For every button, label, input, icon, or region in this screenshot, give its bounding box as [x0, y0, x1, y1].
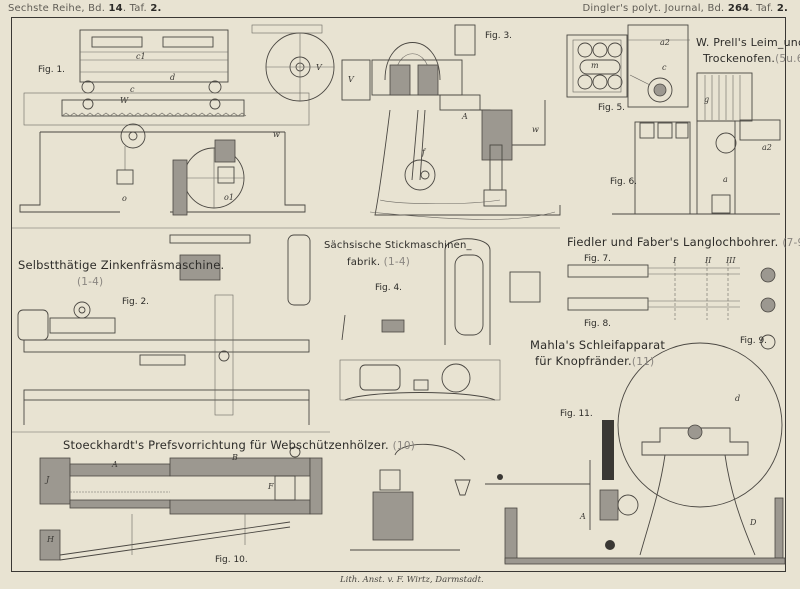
part-letter: a2	[660, 38, 670, 47]
part-letter: f	[422, 148, 425, 157]
section-title-stickmaschinen: Sächsische Stickmaschinen_	[324, 240, 472, 251]
fig3-drawing	[341, 24, 561, 220]
fig6-drawing	[612, 72, 781, 215]
lithographer-imprint: Lith. Anst. v. F. Wirtz, Darmstadt.	[340, 575, 484, 585]
fig1-label: Fig. 1.	[38, 65, 66, 75]
title-text: fabrik.	[347, 257, 381, 268]
journal-volume: 264	[727, 3, 750, 14]
title-text: für Knopfränder.	[535, 354, 632, 368]
series-label: Sechste Reihe	[8, 3, 82, 14]
fig4-drawing	[339, 238, 541, 401]
figs-ref-zinkenfraesmaschine: (1-4)	[77, 276, 104, 288]
fig2-drawing	[17, 234, 311, 425]
part-letter: A	[462, 112, 468, 121]
fig7-label: Fig. 7.	[584, 254, 612, 264]
title-text: Selbstthätige Zinkenfräsmaschine.	[18, 258, 225, 272]
fig1-drawing	[19, 24, 335, 216]
section-title-schleifapparat: Mahla's Schleifapparat	[530, 338, 666, 352]
section-title-prell: W. Prell's Leim_und	[696, 36, 800, 49]
part-letter: II	[705, 256, 712, 265]
fig4-label: Fig. 4.	[375, 283, 403, 293]
fig5-drawing	[566, 24, 690, 108]
figs-ref: (5u.6)	[775, 53, 800, 65]
journal-plate: 2.	[776, 3, 788, 14]
fig6-label: Fig. 6.	[610, 177, 638, 187]
part-letter: F	[268, 482, 274, 491]
title-text: Fiedler und Faber's Langlochbohrer.	[567, 235, 779, 249]
section-title-pressvorrichtung: Stoeckhardt's Prefsvorrichtung für Websc…	[63, 438, 415, 452]
part-letter: w	[273, 130, 280, 139]
volume-prefix: Bd.	[88, 3, 106, 14]
figs-ref: (10)	[392, 440, 416, 452]
part-letter: c1	[136, 52, 146, 61]
part-letter: o1	[224, 193, 234, 202]
part-letter: I	[673, 256, 677, 265]
section-title-prell-line2: Trockenofen.(5u.6)	[703, 52, 800, 65]
part-letter: a2	[762, 143, 772, 152]
part-letter: W	[120, 96, 129, 105]
part-letter: o	[122, 194, 127, 203]
part-letter: c	[130, 85, 135, 94]
fig10-drawing	[39, 446, 323, 561]
journal-name: Dingler's polyt. Journal	[582, 3, 701, 14]
fig3-label: Fig. 3.	[485, 31, 513, 41]
part-letter: m	[591, 61, 599, 70]
plate-border	[11, 17, 786, 572]
fig9-label: Fig. 9.	[740, 336, 768, 346]
figs-ref: (11)	[631, 356, 655, 368]
header-right: Dingler's polyt. Journal, Bd. 264. Taf. …	[582, 3, 788, 14]
series-volume: 14	[108, 3, 123, 14]
part-letter: D	[750, 518, 757, 527]
title-text: Stoeckhardt's Prefsvorrichtung für Websc…	[63, 438, 389, 452]
plate-prefix: Taf.	[756, 3, 774, 14]
part-letter: V	[348, 75, 354, 84]
series-plate: 2.	[150, 3, 162, 14]
reservoir-drawing	[350, 443, 471, 551]
part-letter: III	[726, 256, 736, 265]
part-letter: d	[735, 394, 741, 403]
part-letter: d	[170, 73, 176, 82]
part-letter: H	[47, 535, 54, 544]
part-letter: A	[112, 460, 118, 469]
fig11-drawing	[485, 342, 786, 565]
part-letter: A	[580, 512, 586, 521]
fig10-label: Fig. 10.	[215, 555, 248, 565]
part-letter: B	[232, 453, 238, 462]
section-title-stickmaschinen-line2: fabrik. (1-4)	[347, 256, 410, 268]
part-letter: c	[662, 63, 667, 72]
title-text: Trockenofen.	[703, 52, 776, 65]
fig2-label: Fig. 2.	[122, 297, 150, 307]
plate-prefix: Taf.	[129, 3, 147, 14]
figs-ref: (1-4)	[383, 256, 410, 268]
part-letter: V	[316, 63, 322, 72]
fig8-label: Fig. 8.	[584, 319, 612, 329]
section-title-langlochbohrer: Fiedler und Faber's Langlochbohrer. (7-9…	[567, 235, 800, 249]
section-title-schleifapparat-line2: für Knopfränder.(11)	[535, 354, 654, 368]
part-letter: g	[704, 95, 710, 104]
section-title-zinkenfraesmaschine: Selbstthätige Zinkenfräsmaschine.	[18, 258, 224, 272]
fig5-label: Fig. 5.	[598, 103, 626, 113]
volume-prefix: Bd.	[707, 3, 725, 14]
header-left: Sechste Reihe, Bd. 14. Taf. 2.	[8, 3, 162, 14]
part-letter: J	[46, 475, 50, 484]
figs-ref: (7-9)	[782, 237, 800, 249]
part-letter: a	[723, 175, 728, 184]
fig11-label: Fig. 11.	[560, 409, 593, 419]
fig7-fig8-drawing	[567, 258, 776, 350]
part-letter: w	[532, 125, 539, 134]
